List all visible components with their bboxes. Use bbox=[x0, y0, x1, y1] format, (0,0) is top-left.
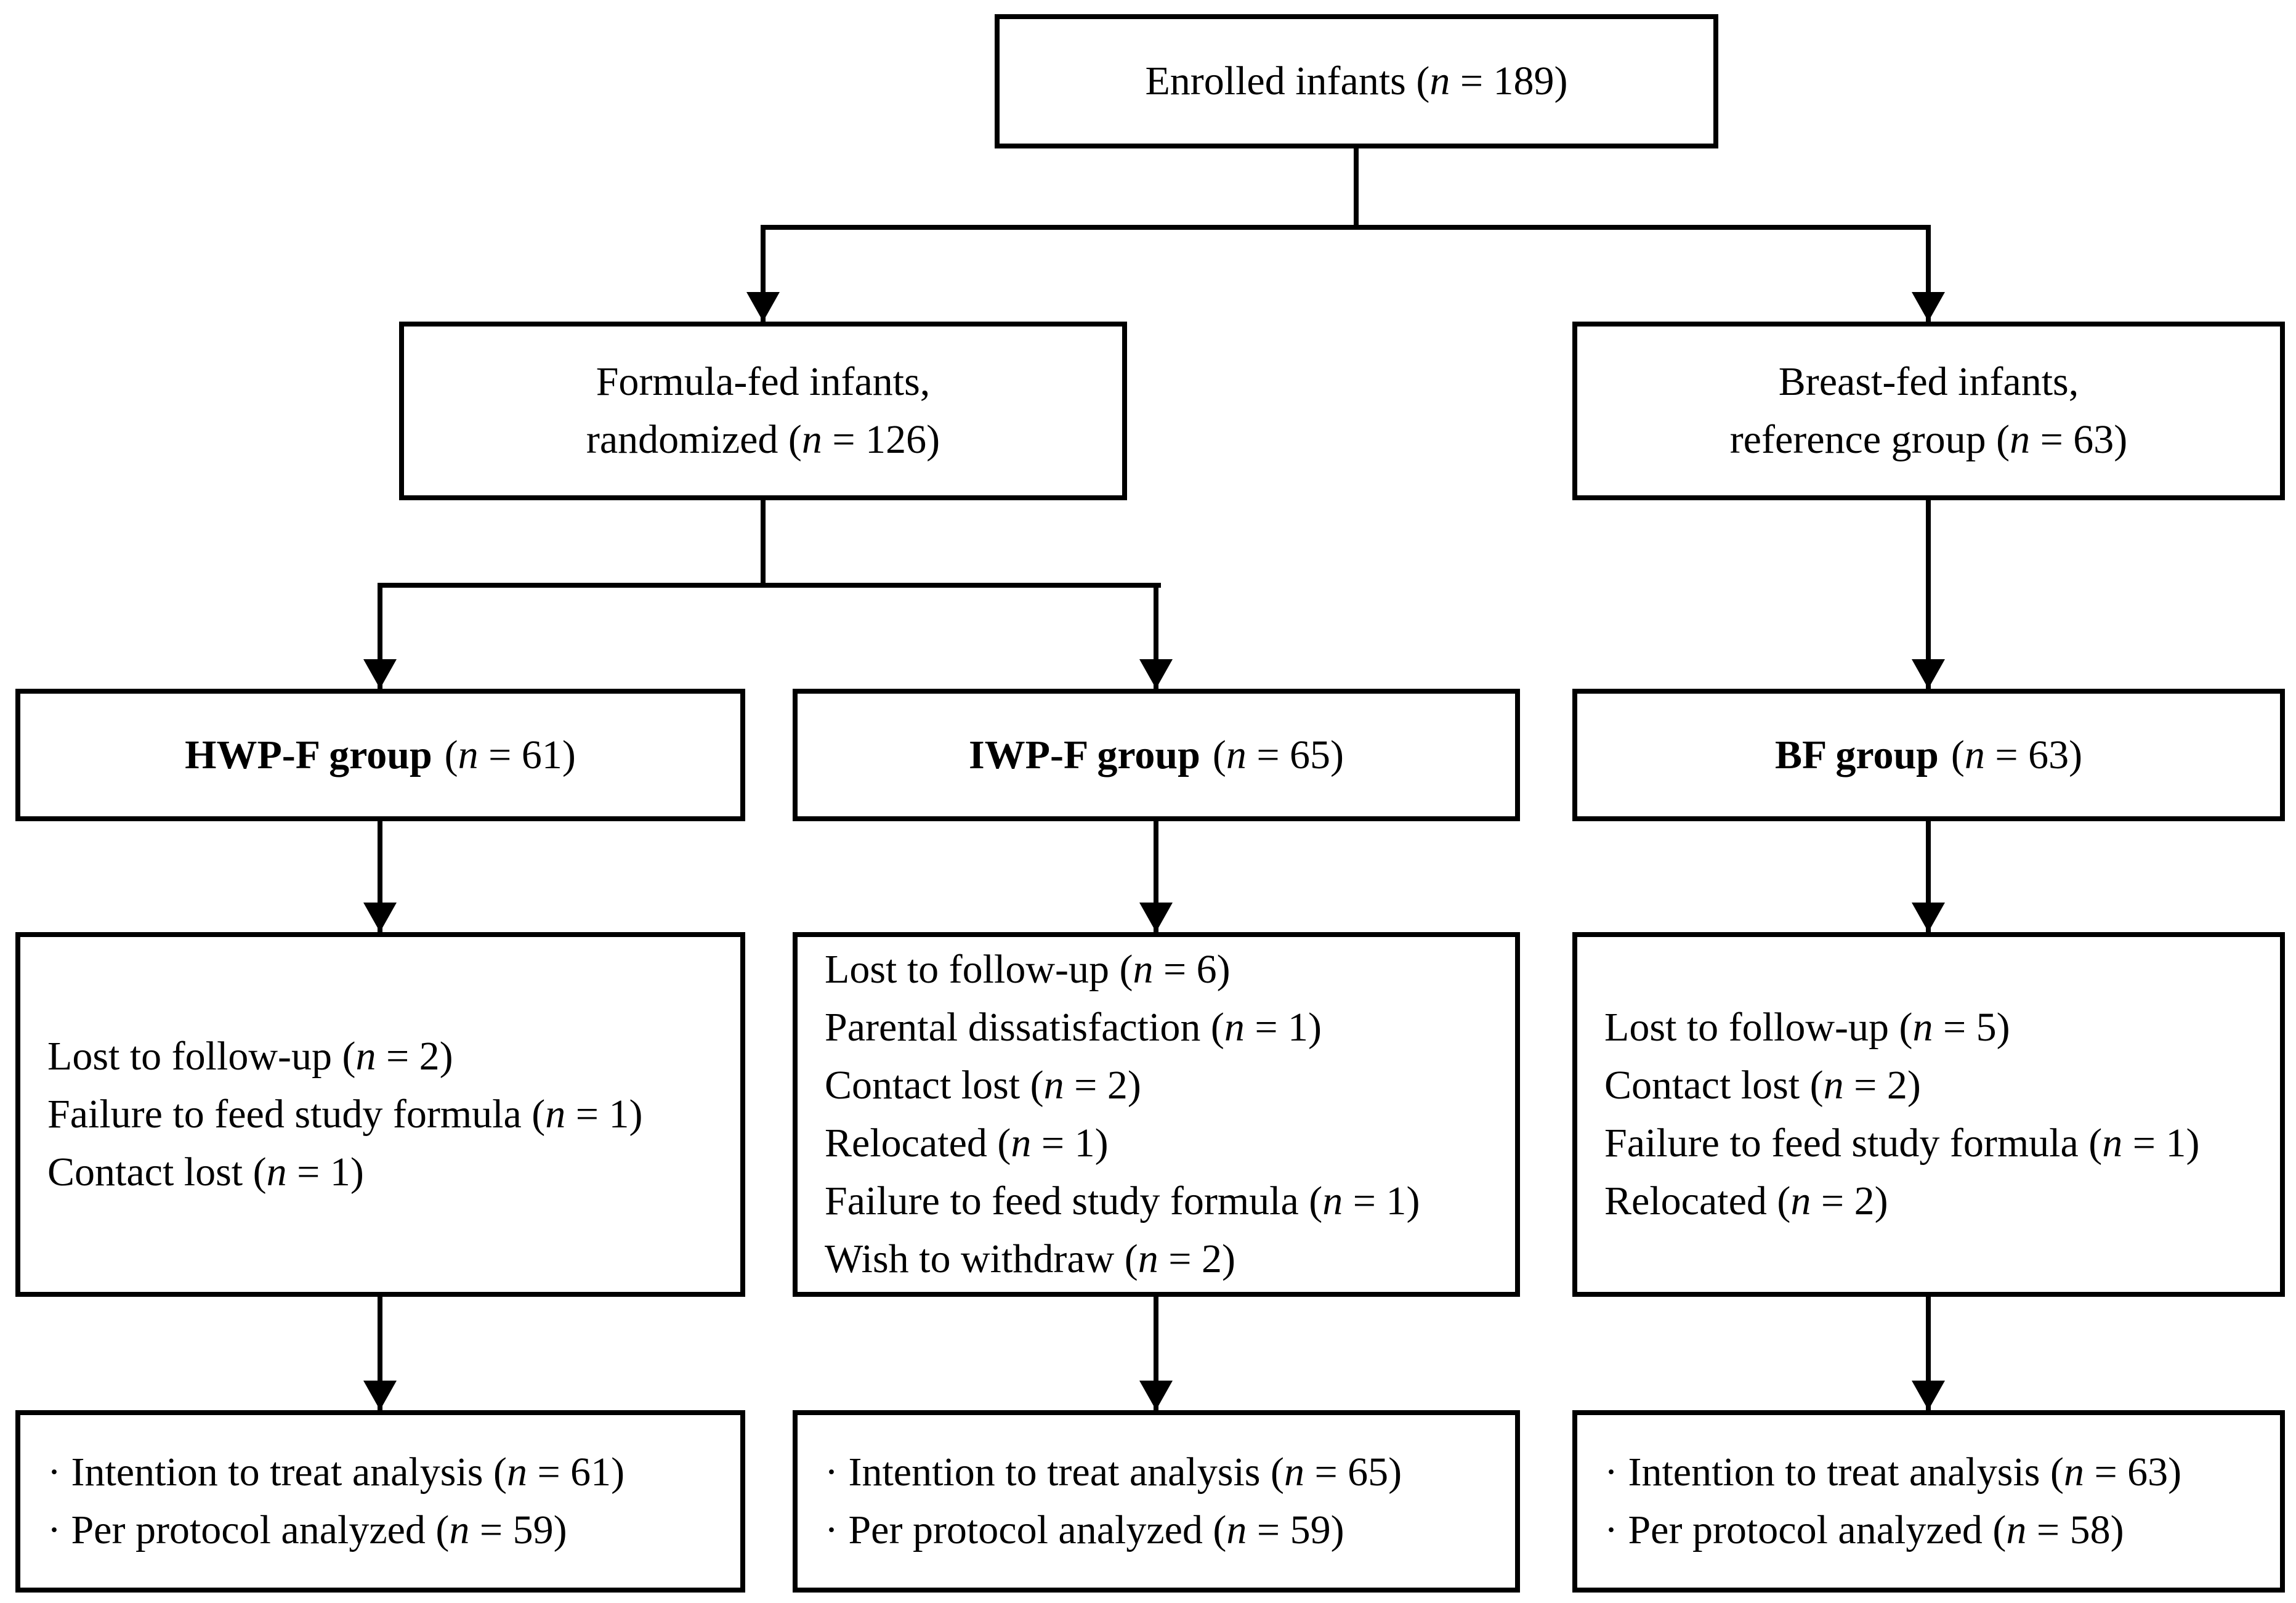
box-iwp-group: IWP-F group (n = 65) bbox=[793, 689, 1520, 821]
box-bf-group: BF group(n = 63) bbox=[1572, 689, 2285, 821]
group-name: HWP-F group bbox=[185, 732, 432, 777]
box-line: Failure to feed study formula (n = 1) bbox=[1604, 1121, 2200, 1166]
arrow-to-hwp-analysis bbox=[378, 1294, 382, 1410]
group-count: (n = 65) bbox=[1212, 732, 1344, 777]
connector-formula-stub bbox=[761, 498, 766, 588]
connector-split-level2 bbox=[378, 583, 1161, 588]
box-line: Lost to follow-up (n = 2) bbox=[47, 1034, 453, 1079]
arrow-to-breast-fed bbox=[1926, 225, 1931, 322]
box-line: Formula-fed infants, bbox=[596, 359, 931, 404]
arrow-to-hwp-exclusions bbox=[378, 819, 382, 932]
box-hwp-exclusions: Lost to follow-up (n = 2) Failure to fee… bbox=[15, 932, 745, 1297]
box-line: Contact lost (n = 2) bbox=[825, 1063, 1141, 1108]
group-name: IWP-F group bbox=[968, 732, 1200, 777]
box-hwp-group: HWP-F group (n = 61) bbox=[15, 689, 745, 821]
box-line: Wish to withdraw (n = 2) bbox=[825, 1236, 1235, 1281]
arrow-to-bf-analysis bbox=[1926, 1294, 1931, 1410]
arrow-to-hwp-group bbox=[378, 583, 382, 689]
box-line: HWP-F group (n = 61) bbox=[185, 726, 576, 784]
connector-split-level1 bbox=[761, 225, 1931, 230]
box-line: · Per protocol analyzed (n = 58) bbox=[1604, 1508, 2124, 1552]
box-line: · Intention to treat analysis (n = 61) bbox=[47, 1450, 625, 1495]
box-enrolled-infants: Enrolled infants (n = 189) bbox=[995, 14, 1718, 148]
box-iwp-exclusions: Lost to follow-up (n = 6) Parental dissa… bbox=[793, 932, 1520, 1297]
box-bf-analysis: · Intention to treat analysis (n = 63) ·… bbox=[1572, 1410, 2285, 1593]
box-line: Breast-fed infants, bbox=[1778, 359, 2079, 404]
box-line: IWP-F group (n = 65) bbox=[969, 726, 1344, 784]
box-line: Lost to follow-up (n = 6) bbox=[825, 947, 1231, 992]
box-line: Contact lost (n = 2) bbox=[1604, 1063, 1921, 1108]
arrow-to-iwp-exclusions bbox=[1154, 819, 1158, 932]
connector-top-stub bbox=[1354, 148, 1359, 229]
arrow-to-iwp-group bbox=[1154, 583, 1158, 689]
box-line: Failure to feed study formula (n = 1) bbox=[825, 1179, 1420, 1224]
arrow-to-iwp-analysis bbox=[1154, 1294, 1158, 1410]
box-line: Contact lost (n = 1) bbox=[47, 1150, 364, 1195]
arrow-to-bf-exclusions bbox=[1926, 819, 1931, 932]
group-count: (n = 61) bbox=[444, 732, 576, 777]
box-line: BF group(n = 63) bbox=[1775, 726, 2082, 784]
box-breast-fed: Breast-fed infants, reference group (n =… bbox=[1572, 322, 2285, 500]
box-line: Parental dissatisfaction (n = 1) bbox=[825, 1005, 1322, 1050]
box-line: reference group (n = 63) bbox=[1729, 417, 2128, 462]
arrow-to-bf-group bbox=[1926, 498, 1931, 689]
box-line: randomized (n = 126) bbox=[586, 417, 940, 462]
box-line: Lost to follow-up (n = 5) bbox=[1604, 1005, 2010, 1050]
arrow-to-formula-fed bbox=[761, 225, 766, 322]
box-line: Relocated (n = 1) bbox=[825, 1121, 1109, 1166]
box-hwp-analysis: · Intention to treat analysis (n = 61) ·… bbox=[15, 1410, 745, 1593]
box-line: Failure to feed study formula (n = 1) bbox=[47, 1092, 643, 1137]
group-count: (n = 63) bbox=[1950, 732, 2083, 777]
box-bf-exclusions: Lost to follow-up (n = 5) Contact lost (… bbox=[1572, 932, 2285, 1297]
box-iwp-analysis: · Intention to treat analysis (n = 65) ·… bbox=[793, 1410, 1520, 1593]
box-line: · Per protocol analyzed (n = 59) bbox=[47, 1508, 567, 1552]
box-formula-fed: Formula-fed infants, randomized (n = 126… bbox=[399, 322, 1127, 500]
box-line: · Per protocol analyzed (n = 59) bbox=[825, 1508, 1344, 1552]
box-line: Relocated (n = 2) bbox=[1604, 1179, 1888, 1224]
group-name: BF group bbox=[1774, 732, 1939, 777]
box-line: · Intention to treat analysis (n = 65) bbox=[825, 1450, 1402, 1495]
box-line: Enrolled infants (n = 189) bbox=[1145, 59, 1568, 103]
box-line: · Intention to treat analysis (n = 63) bbox=[1604, 1450, 2182, 1495]
